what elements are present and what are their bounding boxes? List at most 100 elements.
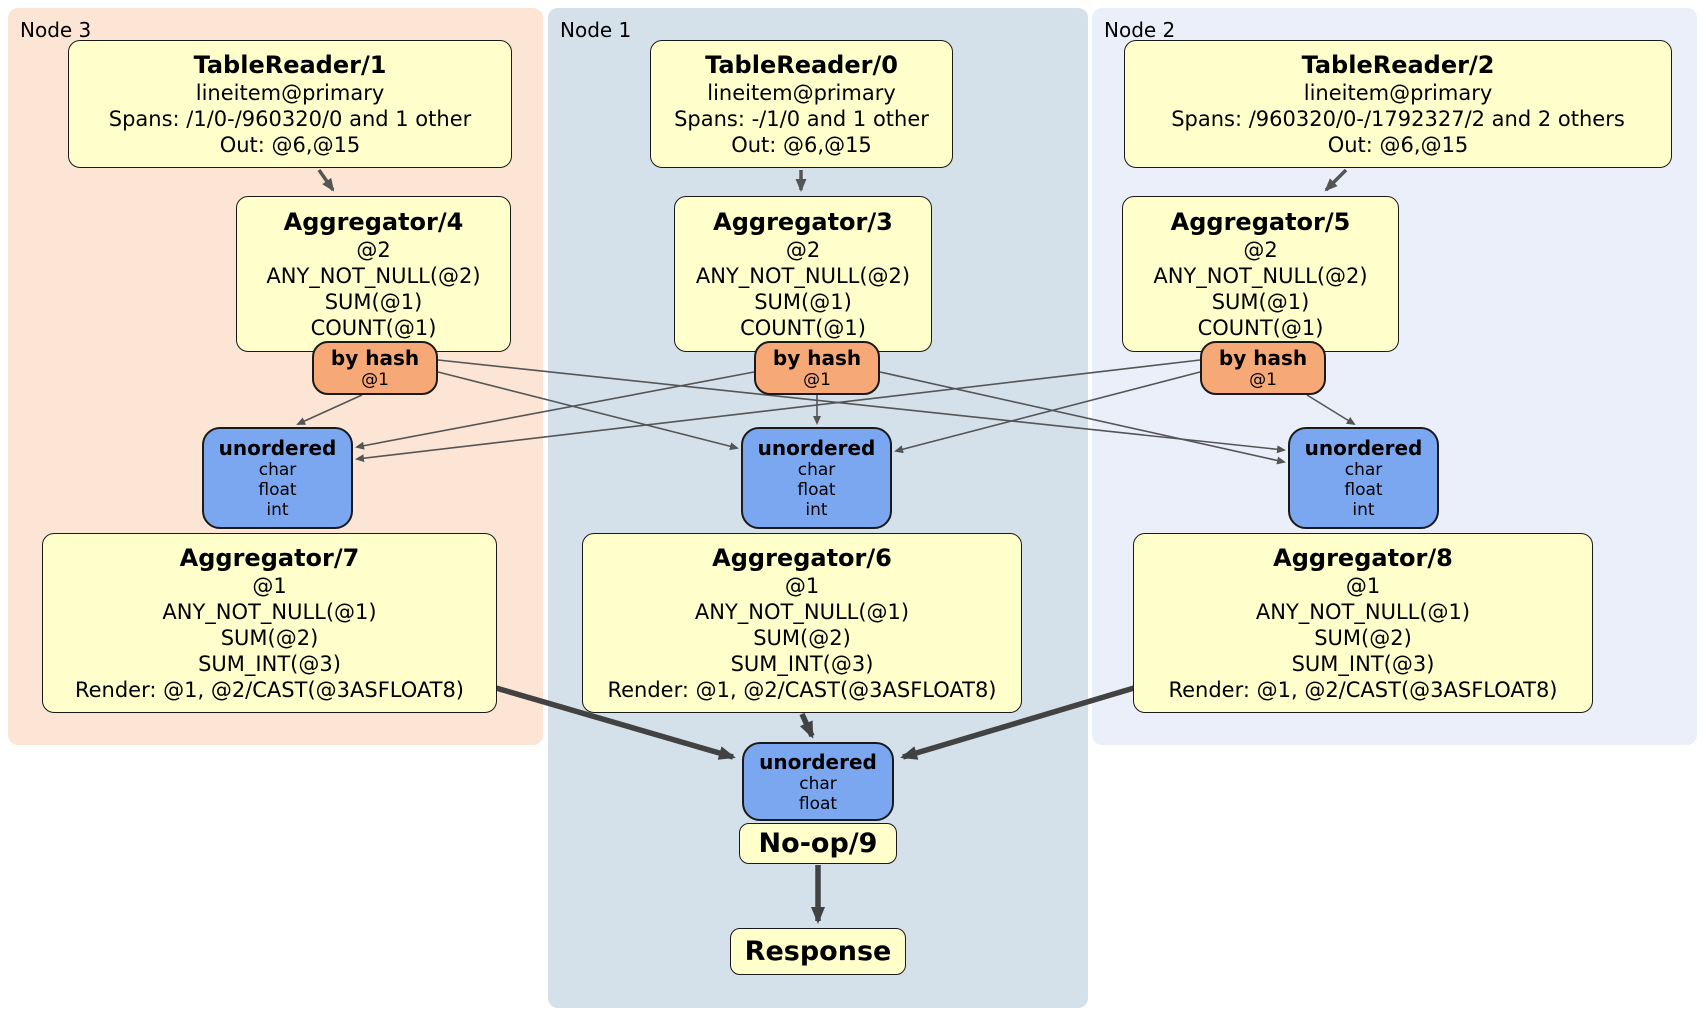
router-line: @1 bbox=[803, 370, 831, 390]
processor-title: Aggregator/5 bbox=[1170, 208, 1351, 236]
sync-unordered-n3: unordered char float int bbox=[202, 427, 353, 529]
router-by-hash-n2: by hash @1 bbox=[1200, 341, 1326, 395]
processor-line: @2 bbox=[356, 238, 391, 262]
sync-line: char bbox=[258, 460, 297, 480]
sync-unordered-n2: unordered char float int bbox=[1288, 427, 1439, 529]
sync-unordered-n1: unordered char float int bbox=[741, 427, 892, 529]
processor-aggregator-7: Aggregator/7 @1 ANY_NOT_NULL(@1) SUM(@2)… bbox=[42, 533, 497, 713]
processor-title: Aggregator/8 bbox=[1273, 544, 1453, 572]
router-title: by hash bbox=[330, 346, 420, 370]
router-by-hash-n1: by hash @1 bbox=[754, 341, 880, 395]
processor-line: lineitem@primary bbox=[707, 81, 896, 105]
stream-router-n2-sync-n3 bbox=[355, 359, 1201, 463]
processor-line: COUNT(@1) bbox=[740, 316, 866, 340]
node-label: Node 2 bbox=[1104, 18, 1176, 42]
processor-title: No-op/9 bbox=[758, 827, 878, 859]
processor-line: SUM(@1) bbox=[324, 290, 423, 314]
sync-line: float bbox=[797, 480, 836, 500]
processor-line: ANY_NOT_NULL(@2) bbox=[1153, 264, 1368, 288]
processor-line: Spans: -/1/0 and 1 other bbox=[674, 107, 929, 131]
processor-line: ANY_NOT_NULL(@2) bbox=[695, 264, 911, 288]
processor-tablereader-1: TableReader/1 lineitem@primary Spans: /1… bbox=[68, 40, 512, 168]
router-by-hash-n3: by hash @1 bbox=[312, 341, 438, 395]
stream-router-n1-sync-n2 bbox=[879, 371, 1286, 465]
processor-line: @2 bbox=[785, 238, 821, 262]
processor-aggregator-8: Aggregator/8 @1 ANY_NOT_NULL(@1) SUM(@2)… bbox=[1133, 533, 1593, 713]
processor-title: Aggregator/3 bbox=[713, 208, 893, 236]
sync-line: int bbox=[266, 500, 289, 520]
sync-line: char bbox=[799, 773, 837, 794]
router-line: @1 bbox=[361, 370, 389, 390]
processor-line: Spans: /960320/0-/1792327/2 and 2 others bbox=[1171, 107, 1625, 131]
processor-line: Render: @1, @2/CAST(@3ASFLOAT8) bbox=[607, 678, 997, 702]
processor-line: @1 bbox=[252, 574, 287, 598]
processor-line: ANY_NOT_NULL(@1) bbox=[694, 600, 910, 624]
edge-tablereader1-aggregator4 bbox=[317, 168, 335, 192]
router-line: @1 bbox=[1249, 370, 1277, 390]
processor-line: ANY_NOT_NULL(@2) bbox=[266, 264, 481, 288]
response-title: Response bbox=[744, 935, 892, 967]
processor-line: SUM_INT(@3) bbox=[1291, 652, 1435, 676]
processor-line: Render: @1, @2/CAST(@3ASFLOAT8) bbox=[74, 678, 465, 702]
processor-line: SUM(@1) bbox=[754, 290, 852, 314]
processor-line: COUNT(@1) bbox=[1197, 316, 1324, 340]
processor-line: lineitem@primary bbox=[1303, 81, 1493, 105]
processor-line: Out: @6,@15 bbox=[1327, 133, 1469, 157]
edge-aggregator6-final-sync bbox=[799, 712, 815, 739]
edge-aggregator8-final-sync bbox=[900, 685, 1135, 760]
stream-router-n2-sync-n1 bbox=[894, 371, 1201, 454]
sync-title: unordered bbox=[218, 436, 337, 460]
sync-title: unordered bbox=[757, 436, 876, 460]
stream-router-n3-sync-n3 bbox=[296, 394, 363, 425]
processor-line: lineitem@primary bbox=[195, 81, 385, 105]
sync-title: unordered bbox=[1304, 436, 1423, 460]
processor-title: TableReader/1 bbox=[193, 51, 387, 79]
processor-line: SUM_INT(@3) bbox=[730, 652, 874, 676]
node-label: Node 3 bbox=[20, 18, 92, 42]
sync-line: float bbox=[798, 793, 838, 814]
sync-line: char bbox=[1344, 460, 1383, 480]
processor-line: @1 bbox=[1345, 574, 1381, 598]
processor-tablereader-0: TableReader/0 lineitem@primary Spans: -/… bbox=[650, 40, 953, 168]
edge-aggregator7-final-sync bbox=[495, 685, 736, 760]
stream-router-n3-sync-n1 bbox=[437, 371, 739, 451]
sync-line: char bbox=[797, 460, 836, 480]
edge-tablereader2-aggregator5 bbox=[1324, 168, 1348, 192]
processor-line: Out: @6,@15 bbox=[219, 133, 361, 157]
sync-line: float bbox=[1344, 480, 1383, 500]
processor-line: SUM(@2) bbox=[753, 626, 851, 650]
processor-title: Aggregator/4 bbox=[283, 208, 464, 236]
processor-title: TableReader/2 bbox=[1301, 51, 1495, 79]
node-label: Node 1 bbox=[560, 18, 632, 42]
processor-noop-9: No-op/9 bbox=[739, 823, 897, 864]
processor-line: Render: @1, @2/CAST(@3ASFLOAT8) bbox=[1168, 678, 1558, 702]
processor-tablereader-2: TableReader/2 lineitem@primary Spans: /9… bbox=[1124, 40, 1672, 168]
processor-aggregator-6: Aggregator/6 @1 ANY_NOT_NULL(@1) SUM(@2)… bbox=[582, 533, 1022, 713]
processor-line: @2 bbox=[1243, 238, 1278, 262]
sync-title: unordered bbox=[759, 749, 877, 774]
processor-title: Aggregator/7 bbox=[179, 544, 360, 572]
processor-line: @1 bbox=[784, 574, 820, 598]
sync-line: int bbox=[805, 500, 828, 520]
processor-line: SUM(@1) bbox=[1211, 290, 1310, 314]
processor-title: Aggregator/6 bbox=[712, 544, 892, 572]
processor-line: SUM(@2) bbox=[220, 626, 319, 650]
stream-router-n1-sync-n3 bbox=[355, 371, 755, 450]
processor-line: ANY_NOT_NULL(@1) bbox=[162, 600, 377, 624]
processor-line: SUM_INT(@3) bbox=[198, 652, 341, 676]
stream-router-n3-sync-n2 bbox=[437, 359, 1286, 454]
processor-line: Spans: /1/0-/960320/0 and 1 other bbox=[108, 107, 472, 131]
processor-line: ANY_NOT_NULL(@1) bbox=[1255, 600, 1471, 624]
sync-line: int bbox=[1352, 500, 1375, 520]
processor-line: SUM(@2) bbox=[1314, 626, 1412, 650]
stream-router-n2-sync-n2 bbox=[1306, 394, 1356, 426]
response-box: Response bbox=[730, 928, 906, 975]
router-title: by hash bbox=[1218, 346, 1308, 370]
router-title: by hash bbox=[772, 346, 862, 370]
processor-aggregator-5: Aggregator/5 @2 ANY_NOT_NULL(@2) SUM(@1)… bbox=[1122, 196, 1399, 352]
processor-line: COUNT(@1) bbox=[310, 316, 437, 340]
processor-title: TableReader/0 bbox=[705, 51, 898, 79]
processor-line: Out: @6,@15 bbox=[731, 133, 872, 157]
